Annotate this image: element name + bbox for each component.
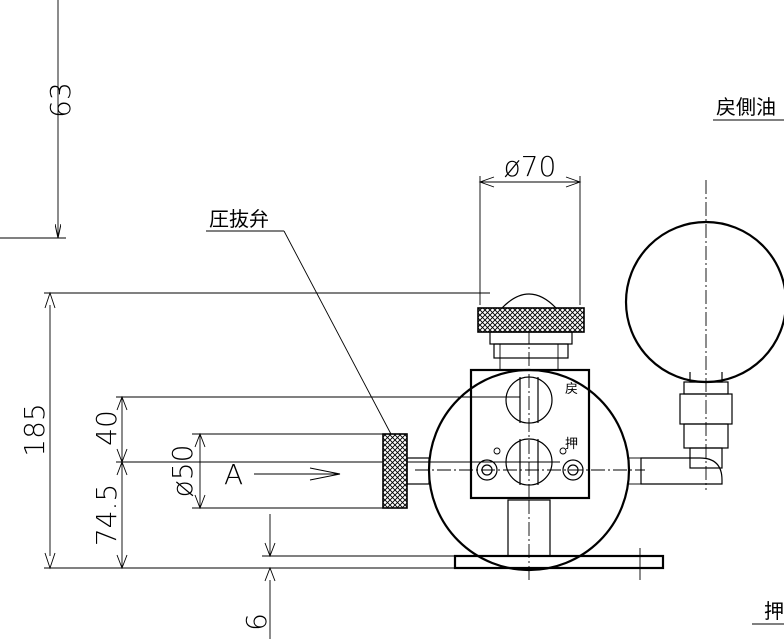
reservoir-cap [477, 293, 585, 370]
label-pressure-relief-valve: 圧抜弁 [206, 207, 393, 437]
label-push-bottom: 押 [752, 599, 784, 625]
dimension-phi70-text: ø70 [504, 150, 557, 183]
return-mark-text: 戻 [565, 382, 578, 397]
pressure-gauge [624, 180, 784, 490]
push-bottom-text: 押 [764, 599, 784, 623]
push-mark-text: 押 [565, 437, 578, 452]
dimension-185: 185 [18, 291, 490, 570]
dimension-74-5: 74.5 [90, 460, 560, 570]
relief-knob [382, 433, 430, 509]
view-a-text: A [224, 458, 243, 491]
label-return-side-oil: 戻側油 [713, 95, 784, 121]
base-plate [453, 499, 665, 580]
dimension-phi70: ø70 [478, 150, 582, 305]
dimension-185-text: 185 [18, 403, 51, 456]
pressure-relief-valve-text: 圧抜弁 [209, 207, 269, 231]
dimension-phi50: ø50 [166, 432, 390, 510]
dimension-phi50-text: ø50 [166, 445, 199, 498]
dimension-40-text: 40 [90, 410, 123, 446]
return-side-oil-text: 戻側油 [716, 95, 776, 119]
dimension-40: 40 [90, 395, 520, 464]
pump-body: 戻 押 [415, 330, 645, 572]
dimension-63: 63 [0, 0, 77, 239]
dimension-74-5-text: 74.5 [90, 484, 123, 546]
view-a-indicator: A [224, 458, 341, 491]
dimension-6-text: 6 [240, 613, 273, 631]
dimension-63-text: 63 [44, 82, 77, 118]
dimension-6: 6 [240, 514, 470, 639]
